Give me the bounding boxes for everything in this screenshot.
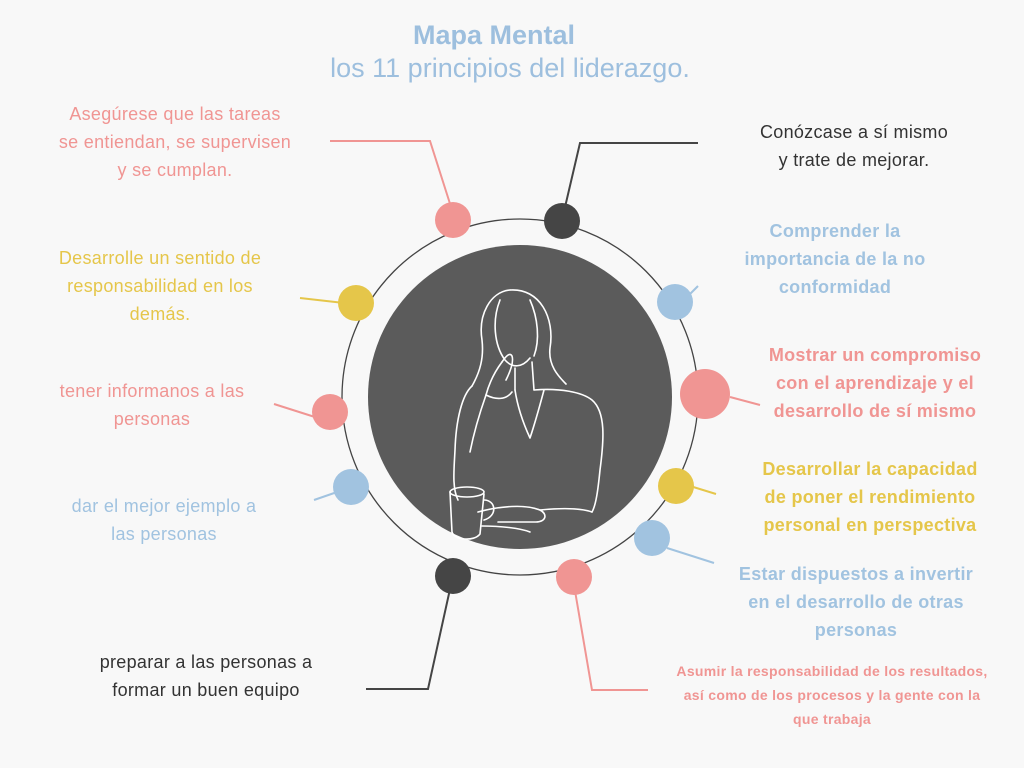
dot-informar	[312, 394, 348, 430]
connector-tareas	[330, 140, 453, 211]
page-title: Mapa Mental	[412, 20, 576, 50]
label-asumir: Asumir la responsabilidad de los resulta…	[676, 663, 988, 727]
connector-conozcase	[561, 142, 698, 221]
connector-compromiso	[729, 396, 761, 406]
dot-conozcase	[544, 203, 580, 239]
dot-ejemplo	[333, 469, 369, 505]
dot-invertir	[634, 520, 670, 556]
connectors	[273, 140, 761, 691]
dot-capacidad	[658, 468, 694, 504]
connector-equipo	[366, 579, 453, 690]
connector-responsabilidad	[299, 297, 345, 304]
dot-comprender	[657, 284, 693, 320]
dots	[312, 202, 730, 595]
dot-responsabilidad	[338, 285, 374, 321]
dot-compromiso	[680, 369, 730, 419]
page-subtitle: los 11 principios del liderazgo.	[330, 53, 690, 83]
thinking-woman-illustration	[449, 289, 604, 540]
connector-invertir	[666, 547, 715, 564]
dot-equipo	[435, 558, 471, 594]
dot-tareas	[435, 202, 471, 238]
center-circle	[368, 245, 672, 549]
connector-capacidad	[689, 485, 717, 495]
connector-asumir	[573, 584, 648, 691]
connector-informar	[273, 403, 319, 419]
dot-asumir	[556, 559, 592, 595]
